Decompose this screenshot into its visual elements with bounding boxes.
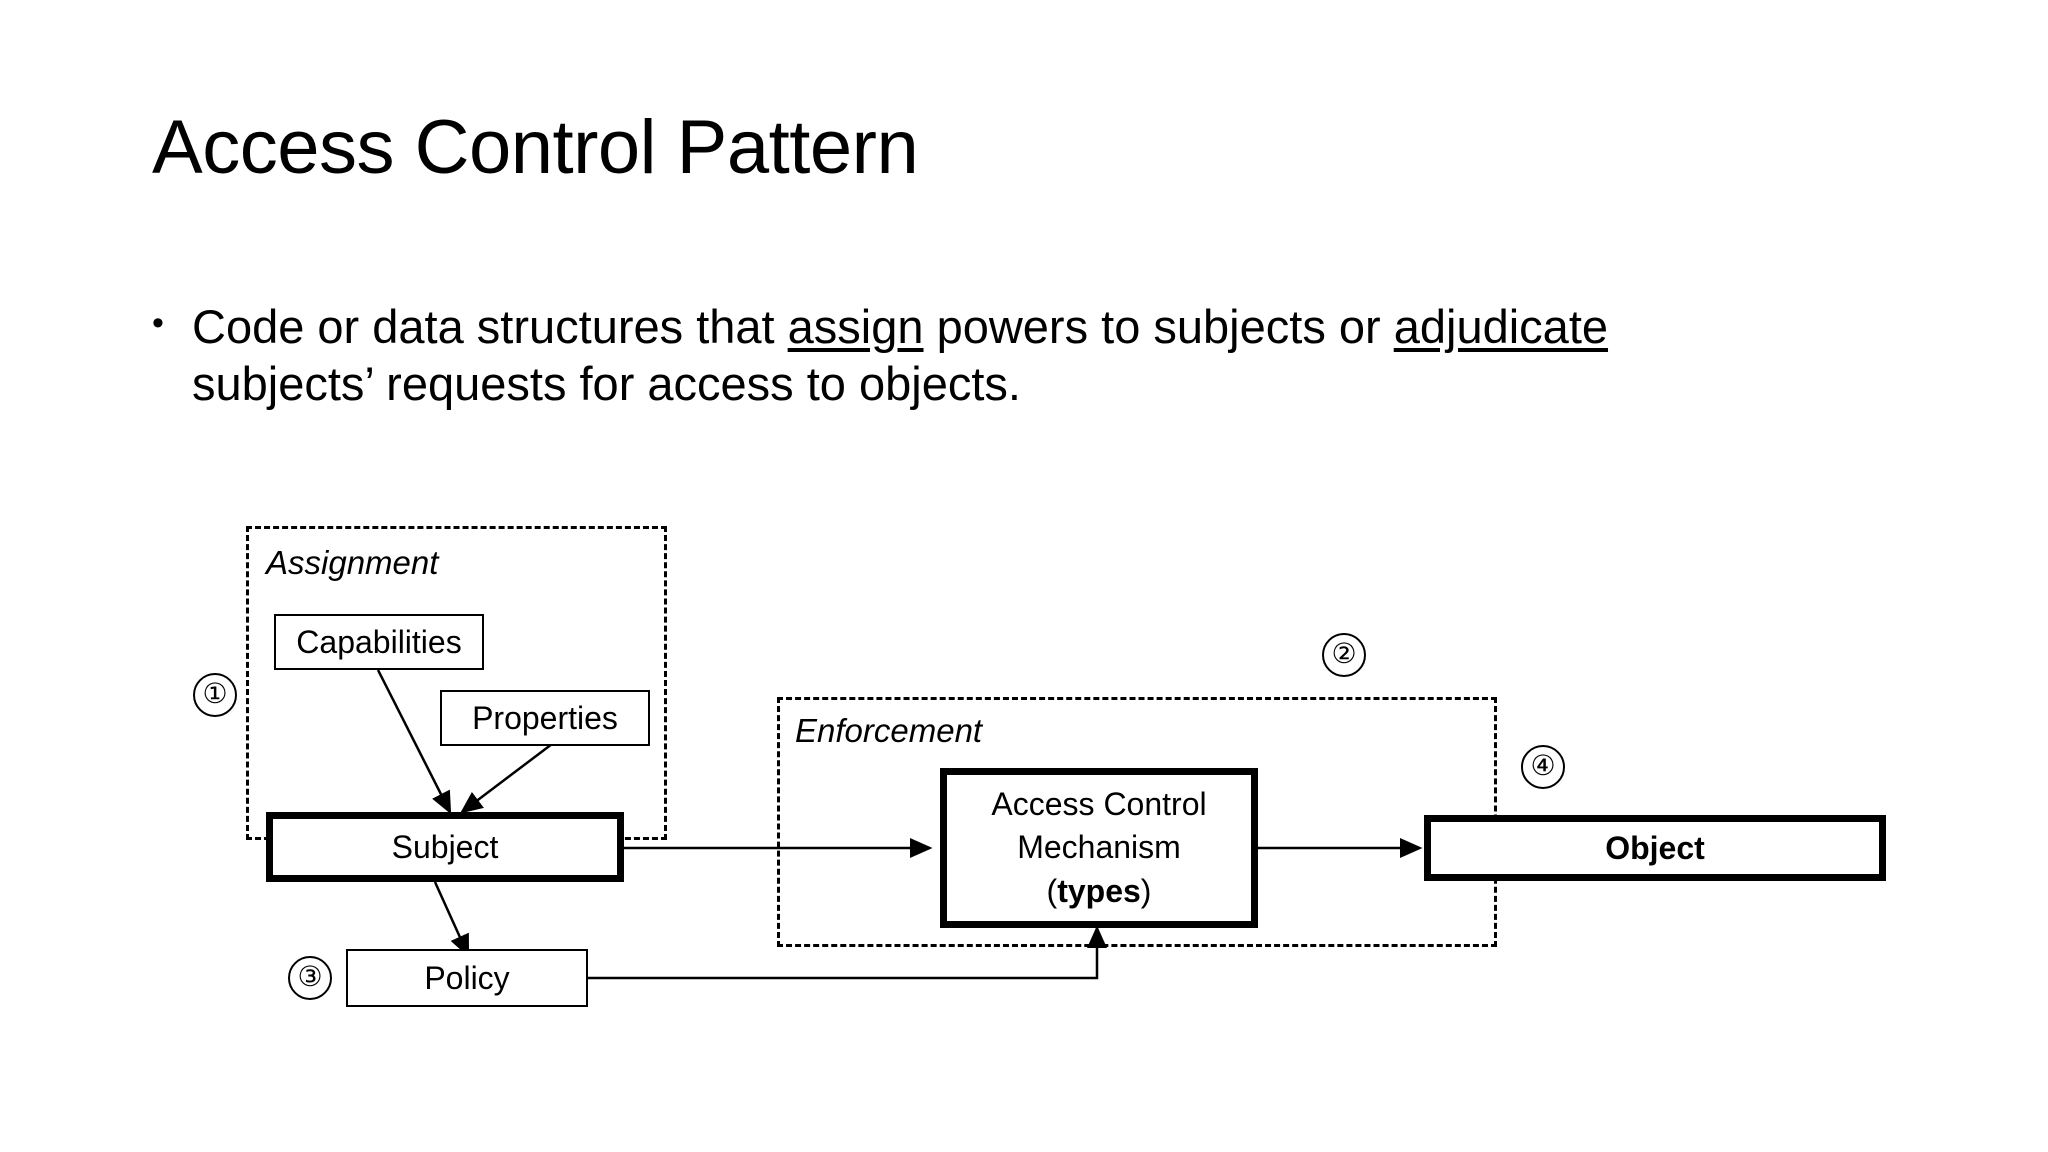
bullet-underlined-adjudicate: adjudicate [1393, 300, 1609, 353]
group-label-assignment: Assignment [266, 544, 439, 581]
page-title: Access Control Pattern [152, 105, 919, 190]
bullet-text-part2: powers to subjects or [923, 300, 1394, 353]
bullet-text-part3: subjects’ requests for access to objects… [192, 357, 1021, 411]
group-label-enforcement: Enforcement [795, 712, 983, 749]
node-access-control-mechanism[interactable]: Access Control Mechanism (types) [940, 768, 1258, 928]
bullet-text-part1: Code or data structures that [192, 300, 788, 353]
node-acm-paren-close: ) [1140, 872, 1152, 909]
step-marker-3: ③ [288, 956, 332, 1000]
list-item: • Code or data structures that assign po… [152, 298, 1912, 413]
node-acm-paren-open: ( [1046, 872, 1058, 909]
step-marker-2: ② [1322, 633, 1366, 677]
node-object[interactable]: Object [1424, 815, 1886, 881]
bullet-underlined-assign: assign [787, 300, 924, 353]
node-acm-line-2: Mechanism [1017, 829, 1181, 866]
step-marker-4: ④ [1521, 745, 1565, 789]
node-subject[interactable]: Subject [266, 812, 624, 882]
arrow-subject-to-policy [433, 881, 470, 958]
bullet-list: • Code or data structures that assign po… [152, 298, 1912, 413]
node-properties[interactable]: Properties [440, 690, 650, 746]
node-acm-line-1: Access Control [991, 786, 1207, 823]
node-policy[interactable]: Policy [346, 949, 588, 1007]
bullet-text: Code or data structures that assign powe… [192, 298, 1912, 413]
node-capabilities[interactable]: Capabilities [274, 614, 484, 670]
step-marker-1: ① [193, 673, 237, 717]
bullet-marker: • [152, 304, 164, 342]
node-acm-types: types [1057, 872, 1141, 909]
node-acm-line-3: (types) [1047, 870, 1152, 913]
